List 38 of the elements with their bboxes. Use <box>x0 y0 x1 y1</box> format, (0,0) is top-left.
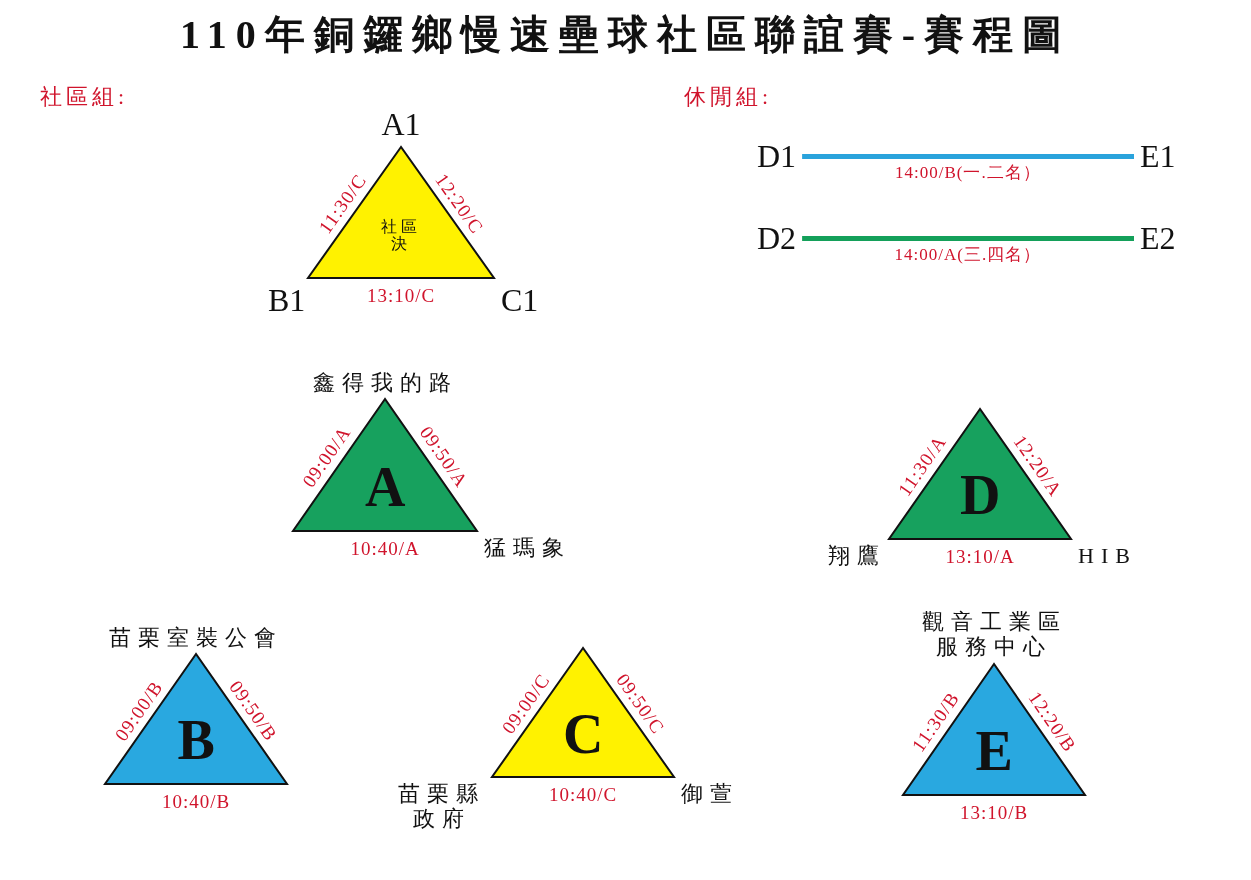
team-name: 苗栗室裝公會 <box>109 625 283 651</box>
team-name: C1 <box>501 282 539 319</box>
team-name: 觀音工業區服務中心 <box>920 609 1068 660</box>
group-triangle <box>104 653 288 785</box>
triangle-label: A <box>365 456 406 519</box>
team-name: B1 <box>268 282 306 319</box>
match-line <box>802 153 1134 159</box>
team-code: E2 <box>1140 220 1176 257</box>
match-time: 13:10/A <box>945 546 1015 568</box>
team-name: HIB <box>1078 543 1137 569</box>
triangle-label: E <box>975 721 1013 783</box>
triangle-label: D <box>960 465 1001 528</box>
match-time: 13:10/B <box>960 802 1029 824</box>
group-triangle <box>888 408 1072 540</box>
match-line <box>802 235 1134 241</box>
group-triangle <box>307 146 495 279</box>
triangle-label: B <box>177 710 215 773</box>
match-time: 10:40/A <box>350 538 420 560</box>
team-name: 苗栗縣政府 <box>397 781 486 832</box>
team-name: A1 <box>381 106 421 143</box>
group-triangle <box>902 663 1086 796</box>
group-triangle <box>292 398 478 532</box>
match-time: 10:40/B <box>162 791 231 813</box>
page-title: 110年銅鑼鄉慢速壘球社區聯誼賽-賽程圖 <box>180 12 1072 58</box>
section-heading: 休閒組: <box>684 84 773 110</box>
match-time: 10:40/C <box>549 784 618 806</box>
team-code: D1 <box>757 138 797 175</box>
triangle-label: C <box>563 703 604 766</box>
team-name: 鑫得我的路 <box>312 370 458 396</box>
team-name: 翔鷹 <box>828 543 886 569</box>
team-code: E1 <box>1140 138 1176 175</box>
group-triangle <box>491 647 675 778</box>
triangle-label: 社區決 <box>380 217 422 253</box>
section-heading: 社區組: <box>40 84 129 110</box>
team-code: D2 <box>757 220 797 257</box>
team-name: 猛瑪象 <box>484 535 571 561</box>
team-name: 御萱 <box>681 781 739 807</box>
match-time: 13:10/C <box>367 285 436 307</box>
